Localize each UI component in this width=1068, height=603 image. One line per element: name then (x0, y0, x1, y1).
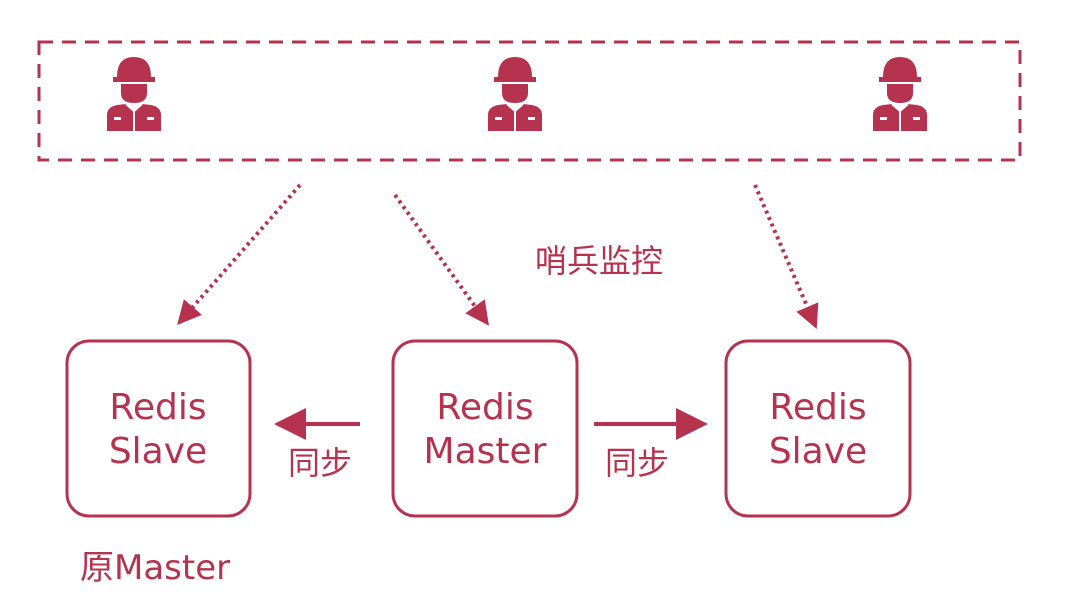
sync-label-right: 同步 (605, 444, 669, 482)
monitor-arrow-right (753, 184, 819, 330)
node-right-slave: Redis Slave (724, 339, 912, 518)
sync-label-left: 同步 (288, 444, 352, 482)
soldier-icon (106, 56, 162, 132)
node-center-master: Redis Master (391, 339, 579, 518)
sentinel-group-box (37, 40, 1022, 162)
node-center-line1: Redis (436, 387, 533, 428)
soldier-icon (872, 56, 928, 132)
node-right-line1: Redis (769, 387, 866, 428)
node-center-line2: Master (424, 431, 547, 472)
node-left-line2: Slave (109, 431, 207, 472)
node-left-slave: Redis Slave (65, 339, 252, 518)
node-left-line1: Redis (109, 387, 206, 428)
node-right-line2: Slave (769, 431, 867, 472)
monitor-arrow-center (393, 193, 490, 326)
original-master-caption: 原Master (80, 548, 230, 588)
monitor-label: 哨兵监控 (535, 242, 663, 280)
monitor-arrow-left (177, 183, 302, 326)
soldier-icon (487, 56, 543, 132)
